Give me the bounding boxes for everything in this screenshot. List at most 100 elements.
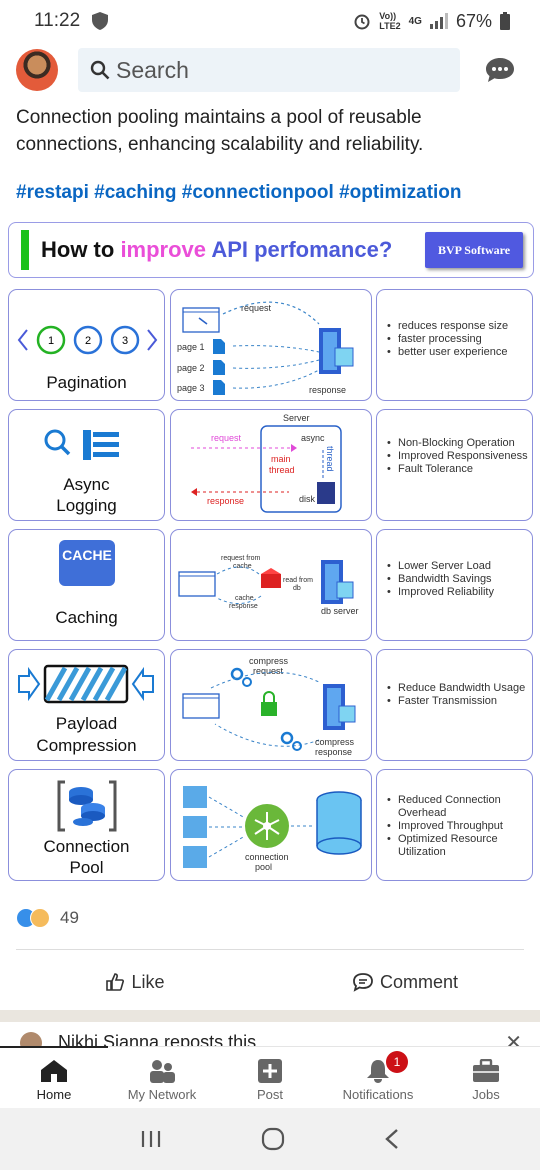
benefit-item: Reduce Bandwidth Usage xyxy=(387,682,525,695)
plus-icon xyxy=(258,1059,282,1083)
connection-pool-icon xyxy=(57,780,117,832)
home-button-icon[interactable] xyxy=(261,1127,285,1151)
like-button[interactable]: Like xyxy=(0,960,270,1004)
connection-pool-label-1: Connection xyxy=(43,837,130,856)
benefit-item: Faster Transmission xyxy=(387,695,525,708)
bottom-navigation: Home My Network Post Notifications 1 Job… xyxy=(0,1046,540,1108)
next-post-text: Nikhi Sianna reposts this xyxy=(58,1032,257,1046)
back-icon[interactable] xyxy=(384,1128,400,1150)
clock: 11:22 xyxy=(34,10,81,31)
nav-jobs-label: Jobs xyxy=(472,1087,500,1102)
page-1-label: page 1 xyxy=(177,342,205,352)
request-label: request xyxy=(241,303,272,313)
comment-label: Comment xyxy=(379,971,459,992)
nav-network-label: My Network xyxy=(127,1087,197,1102)
cell-async-logging-title: Async Logging xyxy=(8,409,165,521)
async-logging-label-2: Logging xyxy=(56,496,117,515)
status-bar: 11:22 Vo))LTE2 4G 67% xyxy=(0,0,540,42)
cell-pagination-title: 1 2 3 Pagination xyxy=(8,289,165,401)
cache-icon-label: CACHE xyxy=(62,547,112,563)
divider xyxy=(16,949,524,950)
search-placeholder: Search xyxy=(116,56,189,83)
cache-icon: CACHE xyxy=(59,540,115,586)
nav-my-network[interactable]: My Network xyxy=(108,1047,216,1108)
pagination-benefits: reduces response size faster processing … xyxy=(376,289,533,401)
benefit-item: faster processing xyxy=(387,333,508,346)
compress-request-label-2: request xyxy=(253,666,284,676)
benefit-item: Improved Responsiveness xyxy=(387,450,528,463)
signal-icon xyxy=(429,13,448,29)
reactions-summary[interactable]: 49 xyxy=(16,908,79,928)
benefit-item: reduces response size xyxy=(387,320,508,333)
page-3-label: page 3 xyxy=(177,383,205,393)
cache-response-label-1: cache xyxy=(235,595,254,602)
cell-caching-title: CACHE Caching xyxy=(8,529,165,641)
briefcase-icon xyxy=(473,1059,499,1082)
read-from-label-2: db xyxy=(293,585,301,592)
comment-icon xyxy=(353,973,373,992)
nav-notifications[interactable]: Notifications 1 xyxy=(324,1047,432,1108)
like-label: Like xyxy=(131,971,165,992)
banner-accent-bar xyxy=(21,230,29,270)
compress-request-label-1: compress xyxy=(249,656,289,666)
benefit-item: Non-Blocking Operation xyxy=(387,437,528,450)
next-post-header[interactable]: Nikhi Sianna reposts this ✕ xyxy=(0,1022,540,1046)
async-logging-diagram: Server request main thread async thread … xyxy=(170,409,372,521)
request-from-label-1: request from xyxy=(221,555,260,562)
compression-icon xyxy=(18,664,154,704)
post-hashtags[interactable]: #restapi #caching #connectionpool #optim… xyxy=(16,182,462,203)
nav-home[interactable]: Home xyxy=(0,1046,108,1108)
caching-diagram: request from cache cache response read f… xyxy=(170,529,372,641)
benefit-item: Optimized Resource Utilization xyxy=(387,833,527,859)
connection-pool-caption-1: connection xyxy=(245,852,289,862)
request-label: request xyxy=(211,433,242,443)
logging-icon xyxy=(44,429,119,460)
post-image-infographic[interactable]: How to improve API perfomance? BVP Softw… xyxy=(6,222,534,884)
caching-benefits: Lower Server Load Bandwidth Savings Impr… xyxy=(376,529,533,641)
async-label: async xyxy=(301,433,325,443)
search-input[interactable]: Search xyxy=(78,48,460,92)
top-bar: Search xyxy=(0,44,540,96)
row-async-logging: Async Logging Server request main thread… xyxy=(6,409,534,521)
benefit-item: Improved Throughput xyxy=(387,820,527,833)
row-pagination: 1 2 3 Pagination request page 1 page 2 p… xyxy=(6,289,534,401)
thumbs-up-icon xyxy=(106,973,125,991)
comment-button[interactable]: Comment xyxy=(270,960,540,1004)
benefit-item: Bandwidth Savings xyxy=(387,573,494,586)
connection-pool-benefits: Reduced Connection Overhead Improved Thr… xyxy=(376,769,533,881)
nav-notifications-label: Notifications xyxy=(342,1087,414,1102)
cell-connection-pool-title: Connection Pool xyxy=(8,769,165,881)
benefit-item: Fault Tolerance xyxy=(387,463,528,476)
battery-percent: 67% xyxy=(455,10,492,31)
main-thread-label-1: main xyxy=(271,454,291,464)
infographic-banner: How to improve API perfomance? BVP Softw… xyxy=(8,222,534,278)
dismiss-icon[interactable]: ✕ xyxy=(505,1032,522,1046)
reaction-icons xyxy=(16,908,50,928)
payload-compression-label-1: Payload xyxy=(55,714,118,733)
insightful-reaction-icon xyxy=(30,908,50,928)
caching-label: Caching xyxy=(55,608,118,627)
nav-post[interactable]: Post xyxy=(216,1047,324,1108)
payload-compression-diagram: compress request compress response xyxy=(170,649,372,761)
server-label: Server xyxy=(283,413,310,423)
benefit-item: Improved Reliability xyxy=(387,586,494,599)
notification-badge: 1 xyxy=(386,1051,408,1073)
post-actions: Like Comment xyxy=(0,960,540,1004)
async-logging-benefits: Non-Blocking Operation Improved Responsi… xyxy=(376,409,533,521)
system-navigation-bar xyxy=(0,1108,540,1170)
row-payload-compression: Payload Compression compress request xyxy=(6,649,534,761)
page-number-3: 3 xyxy=(122,335,128,347)
row-connection-pool: Connection Pool connection xyxy=(6,769,534,881)
response-label: response xyxy=(207,496,244,506)
recent-apps-icon[interactable] xyxy=(140,1129,162,1149)
nav-jobs[interactable]: Jobs xyxy=(432,1047,540,1108)
bell-icon xyxy=(367,1060,389,1083)
response-label: response xyxy=(309,385,346,395)
alarm-icon xyxy=(354,14,370,30)
home-icon xyxy=(41,1060,67,1082)
avatar[interactable] xyxy=(20,1032,42,1046)
cache-response-label-2: response xyxy=(229,603,258,610)
avatar[interactable] xyxy=(16,49,58,91)
post-text: Connection pooling maintains a pool of r… xyxy=(16,107,424,155)
messaging-icon[interactable] xyxy=(485,57,515,83)
